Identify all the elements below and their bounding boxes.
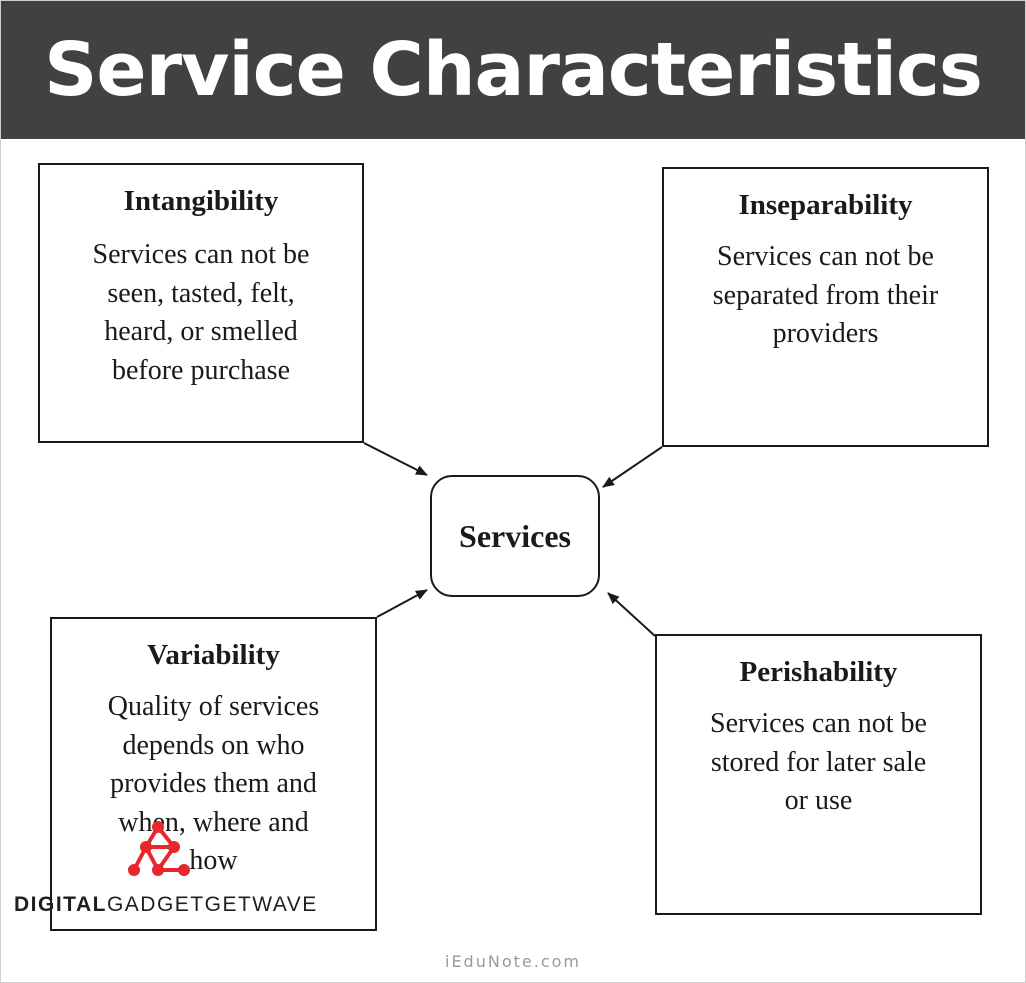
box-title-inseparability: Inseparability [738,189,913,221]
box-desc-inseparability: Services can not be separated from their… [664,238,987,354]
desc-line: provides them and [110,768,317,799]
desc-line: Services can not be [710,708,927,739]
watermark-regular: GADGETGETWAVE [106,893,318,916]
box-title-intangibility: Intangibility [123,185,279,217]
box-desc-perishability: Services can not be stored for later sal… [657,705,980,821]
desc-line: Quality of services [107,691,320,722]
box-title-variability: Variability [147,639,280,671]
desc-line: when, where and [118,806,309,838]
desc-line: providers [772,318,879,349]
watermark-text: DIGITALGADGETGETWAVE [14,893,318,917]
watermark-logo-icon [128,821,190,876]
desc-line: Services can not be [717,241,934,272]
box-title-perishability: Perishability [739,656,898,688]
footer-source: iEduNote.com [445,952,581,971]
desc-line: or use [784,785,853,816]
header-banner: Service Characteristics [1,1,1025,139]
box-desc-intangibility: Services can not be seen, tasted, felt, … [40,236,362,390]
page-title: Service Characteristics [44,27,983,113]
watermark-bold: DIGITAL [14,893,107,916]
box-variability: Variability Quality of services depends … [50,617,377,931]
center-services-node: Services [430,475,600,597]
desc-line: Services can not be [92,239,310,270]
desc-line: heard, or smelled [104,316,298,347]
desc-line: how [189,845,238,876]
desc-line: depends on who [122,729,305,761]
desc-line: stored for later sale [710,746,927,778]
desc-line: separated from their [712,279,939,311]
desc-line: seen, tasted, felt, [107,277,295,309]
box-desc-variability: Quality of services depends on who provi… [52,688,375,881]
box-inseparability: Inseparability Services can not be separ… [662,167,989,447]
desc-line: before purchase [111,354,290,386]
center-label: Services [459,517,571,554]
box-perishability: Perishability Services can not be stored… [655,634,982,915]
box-intangibility: Intangibility Services can not be seen, … [38,163,364,443]
